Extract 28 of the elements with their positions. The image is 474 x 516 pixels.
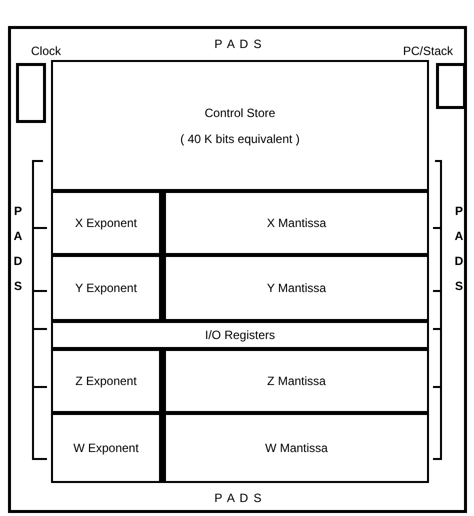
block-label: I/O Registers bbox=[204, 328, 276, 342]
exponent-block bbox=[51, 191, 164, 255]
exponent-block bbox=[51, 255, 164, 321]
pads-label: P A D S bbox=[454, 203, 464, 295]
block-label: Control Store bbox=[204, 106, 276, 120]
mantissa-block bbox=[164, 191, 429, 255]
block-note: ( 40 K bits equivalent ) bbox=[180, 132, 300, 146]
block-label: Y Mantissa bbox=[266, 281, 328, 295]
pads-label: P A D S bbox=[213, 491, 264, 506]
exponent-block bbox=[51, 349, 164, 413]
block-label: Z Mantissa bbox=[266, 374, 327, 388]
block-label: Clock bbox=[31, 44, 62, 58]
mantissa-block bbox=[164, 413, 429, 483]
pads-label: P A D S bbox=[213, 37, 264, 52]
block-label: Y Exponent bbox=[74, 281, 138, 295]
exponent-block bbox=[51, 413, 164, 483]
chip-outline bbox=[8, 26, 467, 513]
register-block bbox=[51, 321, 429, 349]
block-label: X Mantissa bbox=[266, 216, 328, 230]
mantissa-block bbox=[164, 255, 429, 321]
block-label: W Exponent bbox=[72, 441, 140, 455]
block-label: Z Exponent bbox=[74, 374, 138, 388]
block-label: W Mantissa bbox=[264, 441, 329, 455]
control-store-block bbox=[51, 60, 429, 191]
block-label: X Exponent bbox=[74, 216, 138, 230]
block-label: PC/Stack bbox=[403, 44, 454, 58]
pads-label: P A D S bbox=[12, 203, 24, 295]
mantissa-block bbox=[164, 349, 429, 413]
